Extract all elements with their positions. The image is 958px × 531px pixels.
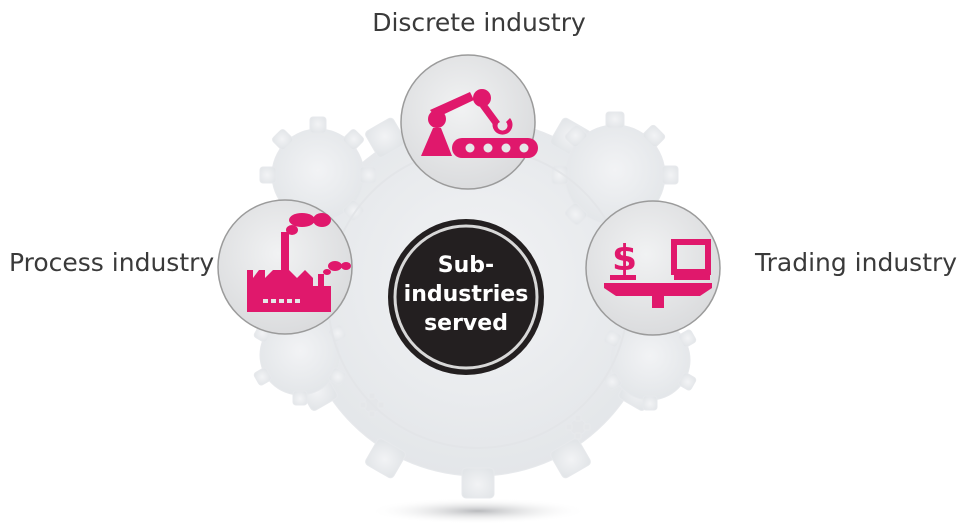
gear-small-icon — [359, 392, 385, 418]
node-process — [217, 199, 353, 335]
discrete-industry-label: Discrete industry — [372, 8, 586, 37]
center-node — [388, 219, 544, 375]
svg-text:$: $ — [612, 238, 637, 279]
robot-arm-conveyor-icon — [421, 89, 538, 158]
gear-small-right-icon — [565, 414, 591, 440]
center-label-line-2: industries — [403, 282, 529, 307]
node-trading: $ — [585, 200, 721, 336]
node-discrete — [400, 54, 538, 190]
trading-industry-label: Trading industry — [755, 248, 958, 277]
center-label: Sub- industries served — [391, 251, 541, 338]
process-industry-label: Process industry — [9, 248, 215, 277]
factory-icon — [247, 213, 351, 312]
scale-dollar-computer-icon: $ — [604, 238, 712, 308]
center-label-line-3: served — [424, 311, 508, 336]
floor-shadow — [368, 498, 588, 524]
center-label-line-1: Sub- — [437, 253, 495, 278]
